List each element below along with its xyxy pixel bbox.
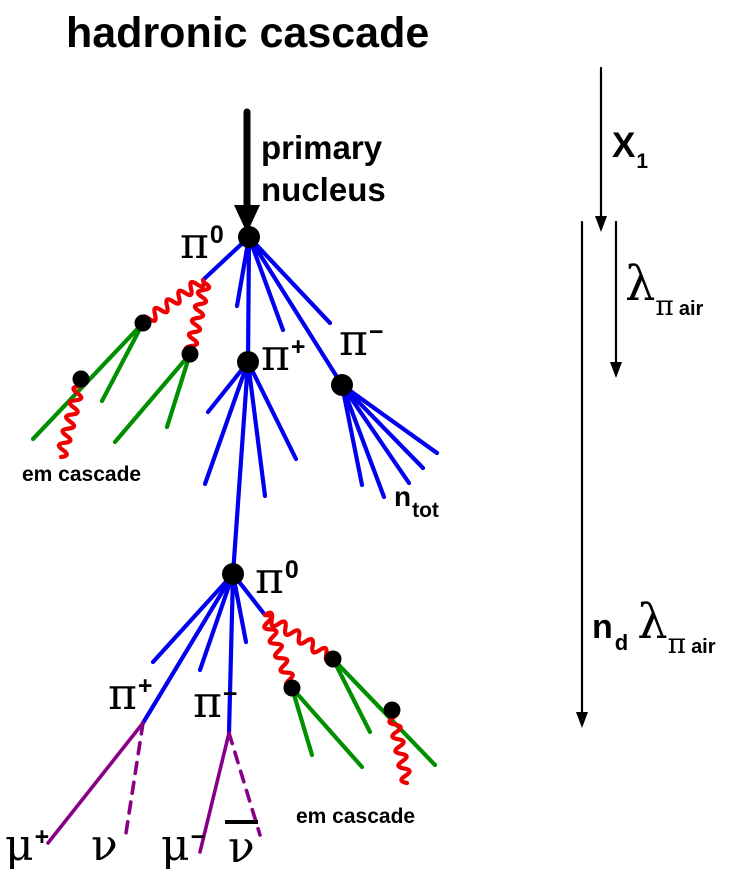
photon-wave: [56, 376, 88, 460]
em-vertex: [283, 679, 301, 697]
air-subscript: air: [691, 636, 716, 658]
hadron-track: [230, 571, 249, 645]
primary-nucleus-label: primary nucleus: [261, 127, 386, 211]
hadron-track: [230, 359, 251, 577]
primary-nucleus-line2: nucleus: [261, 171, 386, 208]
em-track: [164, 351, 193, 430]
lambda-glyph: λ: [625, 256, 656, 312]
hadron-track: [226, 571, 236, 736]
primary-nucleus-line1: primary: [261, 129, 383, 166]
mu-plus-label: μ+: [5, 824, 49, 868]
mu-minus-label: μ−: [161, 824, 205, 868]
neutrino-track: [124, 721, 145, 835]
nu-label: ν: [91, 824, 118, 868]
nu-glyph: ν: [91, 820, 118, 871]
superscript: +: [34, 823, 50, 851]
n-tot-label: ntot: [394, 481, 439, 522]
air-subscript: air: [678, 298, 704, 320]
pi-subscript: π: [667, 627, 687, 660]
hadron-track: [245, 359, 268, 499]
em-vertex: [383, 701, 401, 719]
interaction-vertex: [238, 226, 260, 248]
em-track: [99, 320, 146, 404]
pi-glyph: π: [255, 553, 284, 604]
hadron-track: [339, 382, 387, 500]
em-track: [289, 685, 365, 770]
pi-minus-label-low: π−: [193, 681, 238, 725]
x1-label: X1: [612, 126, 648, 172]
em-vertex: [134, 314, 152, 332]
hadron-track: [245, 359, 299, 462]
n-glyph: n: [394, 481, 412, 512]
pi-glyph: π: [193, 677, 222, 728]
neutrino-track: [227, 731, 262, 837]
n-glyph: n: [592, 608, 613, 646]
hadron-track: [245, 234, 252, 365]
em-cascade-label-right: em cascade: [296, 805, 416, 828]
pi-glyph: π: [180, 218, 209, 269]
photon-wave: [140, 277, 206, 326]
muon-track: [46, 721, 145, 845]
hadron-track: [339, 382, 426, 471]
superscript: +: [290, 333, 306, 361]
pi-plus-label-top: π+: [261, 334, 306, 378]
interaction-vertex: [222, 563, 244, 585]
hadron-track: [150, 571, 236, 665]
d-subscript: d: [614, 630, 629, 655]
interaction-vertex: [237, 351, 259, 373]
em-vertex: [72, 370, 90, 388]
superscript: −: [368, 318, 384, 346]
subscript: 1: [636, 150, 649, 173]
em-cascade-label-left: em cascade: [22, 463, 142, 486]
mu-glyph: μ: [5, 820, 34, 871]
x1-depth-arrow-head: [595, 216, 607, 232]
photon-wave: [183, 280, 212, 356]
photon-wave: [262, 610, 336, 664]
primary-arrow-head: [234, 205, 260, 233]
superscript: 0: [209, 221, 224, 249]
interaction-vertex: [331, 374, 353, 396]
nu-bar-glyph: ν: [225, 820, 258, 870]
hadron-track: [339, 382, 440, 456]
nu-bar-label: ν: [225, 820, 258, 870]
superscript: −: [190, 823, 206, 851]
pi-glyph: π: [261, 330, 290, 381]
nd-lambda-depth-arrow-head: [576, 712, 588, 728]
superscript: 0: [284, 556, 299, 584]
hadron-track: [246, 234, 345, 388]
hadron-track: [197, 571, 236, 673]
pi-subscript: π: [655, 289, 674, 322]
photon-wave: [387, 707, 412, 786]
em-track: [112, 351, 193, 445]
photon-wave: [262, 612, 295, 690]
hadron-track: [339, 382, 365, 488]
superscript: +: [137, 672, 153, 700]
em-vertex: [181, 345, 199, 363]
subscript: tot: [412, 499, 439, 522]
em-track: [289, 685, 315, 758]
lambda-depth-arrow-head: [610, 362, 622, 378]
em-track: [330, 656, 373, 735]
hadron-track: [246, 234, 286, 333]
pi0-label-top: π0: [180, 222, 224, 266]
figure-title: hadronic cascade: [66, 9, 430, 57]
muon-track: [198, 731, 231, 854]
superscript: −: [222, 680, 238, 708]
mu-glyph: μ: [161, 820, 190, 871]
pi-glyph: π: [339, 315, 368, 366]
x-glyph: X: [612, 126, 636, 165]
lambda-glyph: λ: [637, 594, 668, 650]
hadron-track: [140, 571, 236, 726]
pi-glyph: π: [108, 669, 137, 720]
hadron-track: [202, 359, 251, 487]
pi0-label-mid: π0: [255, 557, 299, 601]
hadron-track: [246, 234, 333, 326]
em-vertex: [324, 650, 342, 668]
hadron-track: [339, 382, 412, 486]
pi-plus-label-low: π+: [108, 673, 153, 717]
pi-minus-label-top: π−: [339, 319, 384, 363]
